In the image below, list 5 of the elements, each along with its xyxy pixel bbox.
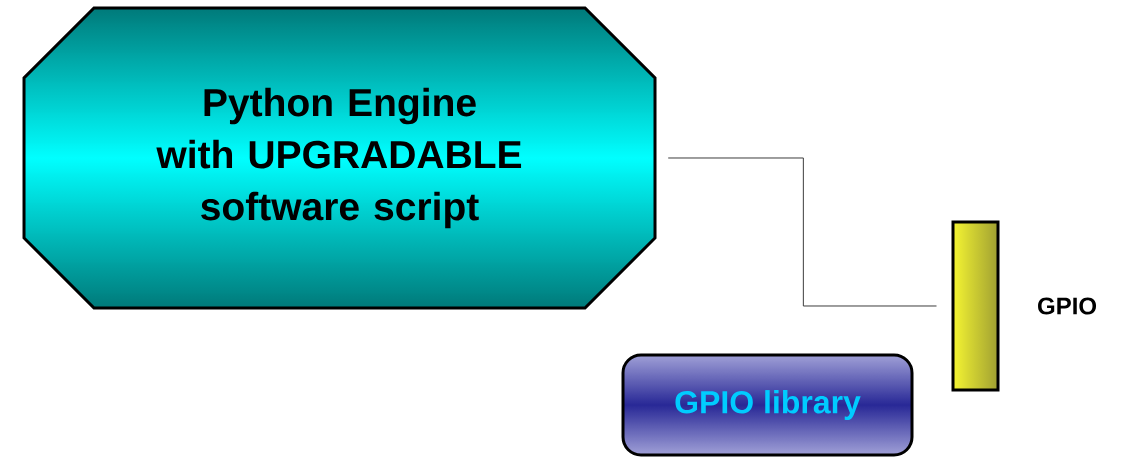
rounded-box: GPIO library — [621, 353, 914, 457]
octagon-box: Python Engine with UPGRADABLE software script — [22, 6, 657, 310]
bar-label: GPIO — [1038, 297, 1097, 315]
bar — [951, 220, 1000, 392]
connector-line — [667, 157, 937, 307]
